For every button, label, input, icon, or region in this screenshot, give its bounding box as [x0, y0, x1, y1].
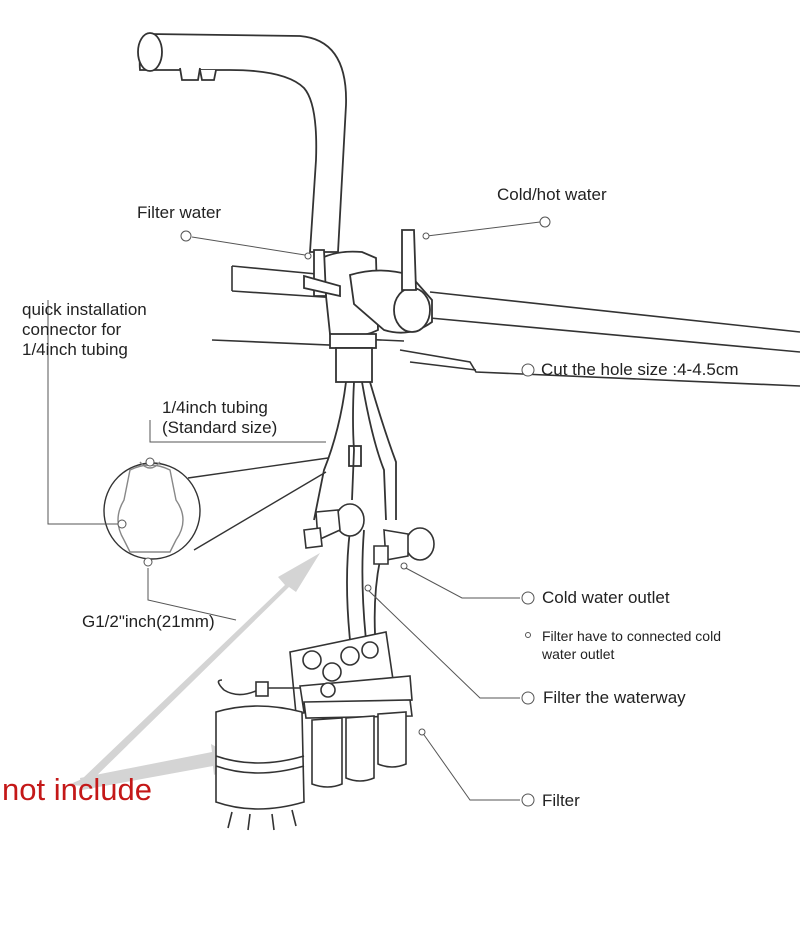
label-hole-size: Cut the hole size :4-4.5cm	[541, 360, 739, 379]
cold-hot-lever	[401, 229, 417, 291]
label-cold-hot-water: Cold/hot water	[497, 185, 607, 204]
pressure-tank	[215, 679, 305, 831]
label-filter-note: Filter have to connected cold water outl…	[542, 628, 721, 662]
filter-system	[289, 631, 413, 788]
not-include-arrow-lower	[80, 744, 240, 790]
angle-valves	[303, 503, 435, 565]
label-cold-water-outlet: Cold water outlet	[542, 588, 670, 607]
callout-lines	[47, 221, 541, 801]
label-tubing: 1/4inch tubing (Standard size)	[162, 398, 278, 437]
label-filter-water: Filter water	[137, 203, 222, 222]
label-not-include: not include	[2, 772, 152, 807]
label-filter: Filter	[542, 791, 580, 810]
faucet	[137, 32, 433, 383]
connector-magnifier	[103, 457, 329, 560]
label-thread-size: G1/2"inch(21mm)	[82, 612, 215, 631]
hoses	[313, 381, 397, 651]
label-quick-installation: quick installation connector for 1/4inch…	[22, 300, 147, 359]
not-include-arrow-upper	[68, 553, 320, 786]
not-include-arrows	[68, 553, 320, 790]
label-filter-waterway: Filter the waterway	[543, 688, 686, 707]
callout-markers	[117, 216, 551, 807]
